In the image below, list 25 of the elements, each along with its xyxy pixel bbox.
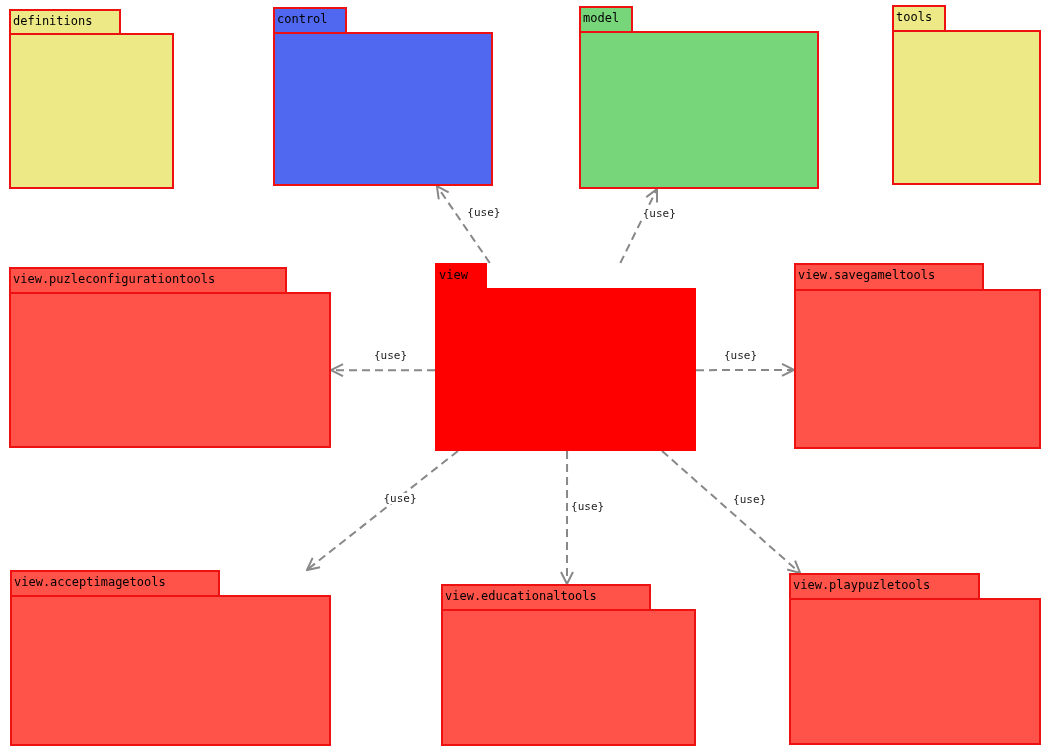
edge-label: {use} — [382, 492, 418, 504]
dependency-arrow — [661, 450, 802, 574]
package-tab: definitions — [9, 9, 121, 35]
package — [441, 584, 696, 746]
dependency-arrow — [330, 363, 436, 378]
edge-label: {use} — [723, 350, 759, 362]
edge-label: {use} — [641, 208, 677, 219]
package-tab: view.puzleconfigurationtools — [9, 267, 287, 294]
package-tab: view — [435, 263, 487, 290]
package-tab: view.playpuzletools — [789, 573, 980, 600]
dependency-arrow — [560, 450, 574, 585]
edge-label: {use} — [732, 494, 768, 505]
package-tab: view.acceptimagetools — [10, 570, 220, 597]
edge-label: {use} — [570, 500, 606, 512]
package-tab: view.educationaltools — [441, 584, 651, 611]
package-tab: tools — [892, 5, 946, 32]
edge-label: {use} — [466, 206, 502, 218]
package-tab: view.savegameltools — [794, 263, 984, 291]
dependency-arrow — [305, 450, 459, 571]
dependency-arrow — [435, 185, 491, 264]
dependency-arrow — [619, 188, 659, 264]
package-tab: control — [273, 7, 347, 34]
edge-label: {use} — [373, 350, 409, 362]
dependency-arrow — [695, 363, 795, 377]
package-tab: model — [579, 6, 633, 33]
